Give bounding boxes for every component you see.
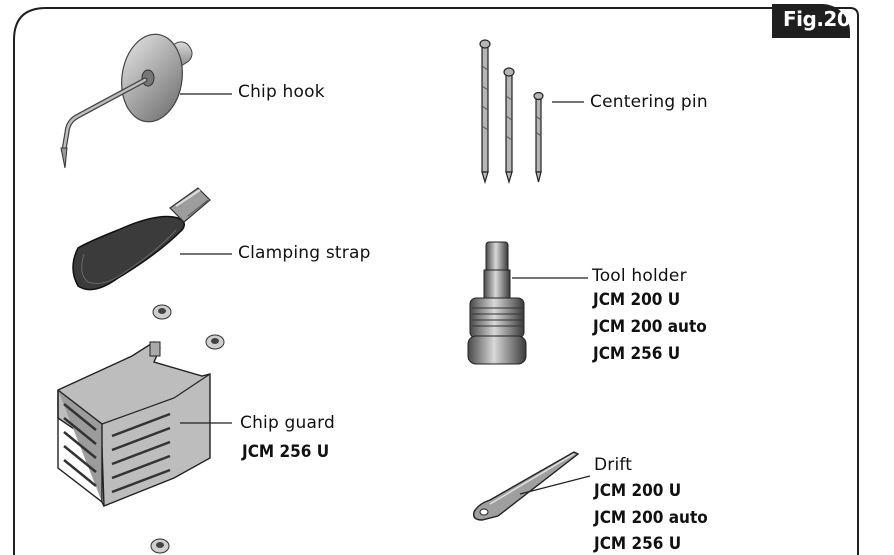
chip-guard-model: JCM 256 U: [242, 442, 330, 462]
screw-icon: [152, 304, 172, 320]
clamping-strap-label: Clamping strap: [238, 243, 371, 263]
chip-guard-label: Chip guard: [240, 413, 336, 433]
drift-model: JCM 256 U: [594, 534, 682, 554]
tool-holder-leader-line: [512, 277, 588, 279]
clamping-strap-leader-line: [180, 253, 232, 255]
tool-holder-model: JCM 256 U: [593, 344, 681, 364]
figure-tab: [772, 4, 850, 38]
chip-hook-label: Chip hook: [238, 82, 325, 102]
chip-guard-icon: [57, 341, 211, 508]
chip-guard-leader-line: [180, 422, 232, 424]
tool-holder-icon: [467, 241, 527, 365]
centering-pin-leader-line: [552, 101, 584, 103]
tool-holder-model: JCM 200 auto: [593, 317, 707, 337]
screw-icon: [150, 538, 170, 554]
drift-label: Drift: [594, 455, 633, 475]
chip-hook-leader-line: [180, 93, 232, 95]
chip-hook-icon: [60, 33, 193, 169]
tool-holder-model: JCM 200 U: [593, 290, 681, 310]
screw-icon: [205, 334, 225, 350]
centering-pin-label: Centering pin: [590, 92, 708, 112]
drift-leader-line: [519, 475, 591, 495]
drift-model: JCM 200 U: [594, 481, 682, 501]
clamping-strap-icon: [72, 187, 211, 291]
drift-model: JCM 200 auto: [594, 508, 708, 528]
tool-holder-label: Tool holder: [592, 266, 687, 286]
centering-pins-icon: [479, 39, 544, 185]
figure-label: Fig.20: [783, 7, 851, 31]
drift-icon: [472, 451, 580, 521]
